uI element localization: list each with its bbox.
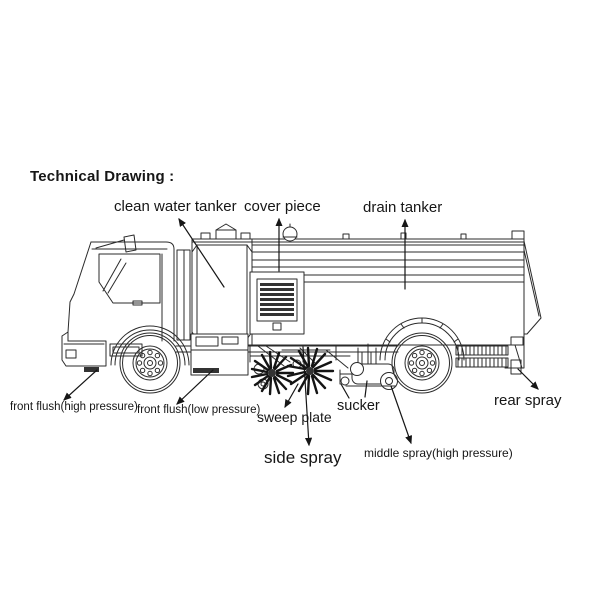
label-clean-water-tanker: clean water tanker — [114, 198, 237, 215]
arrow-sucker-2 — [364, 380, 368, 398]
rear-wheel — [379, 317, 465, 394]
arrow-side-spray — [302, 346, 313, 447]
label-side-spray: side spray — [264, 448, 342, 467]
label-cover-piece: cover piece — [244, 198, 321, 215]
label-front-flush-high: front flush(high pressure) — [10, 401, 138, 413]
sweep-brushes — [250, 346, 335, 396]
front-flush-high-nozzle — [84, 367, 99, 372]
callout-arrows — [63, 217, 539, 447]
label-sweep-plate: sweep plate — [257, 409, 332, 425]
rear-spray-nozzle — [510, 359, 522, 375]
arrow-clean-water-tanker — [178, 217, 225, 288]
arrow-sweep-plate — [284, 383, 299, 409]
arrow-front-flush-low — [176, 369, 214, 405]
tank-body — [191, 223, 542, 369]
label-rear-spray: rear spray — [494, 392, 562, 409]
label-middle-spray: middle spray(high pressure) — [364, 446, 513, 460]
cover-piece-panel — [249, 271, 305, 335]
front-wheel — [119, 332, 181, 394]
arrow-middle-spray — [390, 385, 413, 445]
rear-spray-assembly — [455, 336, 524, 375]
arrow-rear-spray — [517, 368, 539, 390]
label-drain-tanker: drain tanker — [363, 199, 443, 216]
label-sucker: sucker — [337, 398, 380, 414]
arrow-front-flush-high — [63, 369, 98, 401]
page-title: Technical Drawing : — [30, 168, 175, 185]
cab — [61, 234, 190, 372]
cab-back-intake — [176, 249, 191, 341]
arrow-sucker-1 — [340, 383, 350, 399]
sucker-assembly — [339, 343, 398, 390]
chassis — [175, 333, 399, 376]
front-flush-low-nozzle — [193, 368, 219, 373]
label-front-flush-low: front flush(low pressure) — [137, 404, 261, 416]
